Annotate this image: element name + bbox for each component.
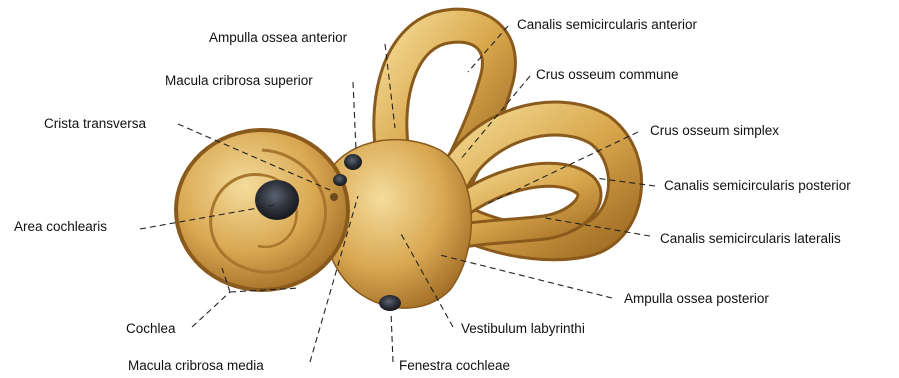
label-canalis-semicircularis-posterior: Canalis semicircularis posterior — [664, 178, 851, 194]
leader-ampulla-posterior — [440, 255, 612, 298]
label-canalis-semicircularis-lateralis: Canalis semicircularis lateralis — [660, 231, 841, 247]
area-cochlearis-opening — [255, 180, 299, 220]
leader-macula-superior — [353, 82, 356, 150]
label-crus-osseum-commune: Crus osseum commune — [536, 67, 679, 83]
label-area-cochlearis: Area cochlearis — [14, 219, 107, 235]
label-macula-cribrosa-media: Macula cribrosa media — [128, 358, 264, 374]
leader-fenestra-cochleae — [391, 312, 393, 362]
macula-superior-opening-2 — [333, 174, 347, 186]
label-ampulla-ossea-anterior: Ampulla ossea anterior — [209, 30, 347, 46]
label-vestibulum-labyrinthi: Vestibulum labyrinthi — [461, 321, 585, 337]
cochlea-shape — [174, 128, 350, 292]
macula-media-opening — [330, 193, 338, 201]
label-fenestra-cochleae: Fenestra cochleae — [399, 358, 510, 374]
label-macula-cribrosa-superior: Macula cribrosa superior — [165, 73, 313, 89]
macula-superior-opening — [344, 154, 362, 170]
label-ampulla-ossea-posterior: Ampulla ossea posterior — [624, 291, 769, 307]
label-crus-osseum-simplex: Crus osseum simplex — [650, 123, 779, 139]
leader-cochlea-1 — [192, 292, 230, 327]
label-cochlea: Cochlea — [126, 321, 176, 337]
label-canalis-semicircularis-anterior: Canalis semicircularis anterior — [517, 17, 697, 33]
label-crista-transversa: Crista transversa — [44, 116, 146, 132]
fenestra-cochleae-opening — [379, 295, 401, 311]
